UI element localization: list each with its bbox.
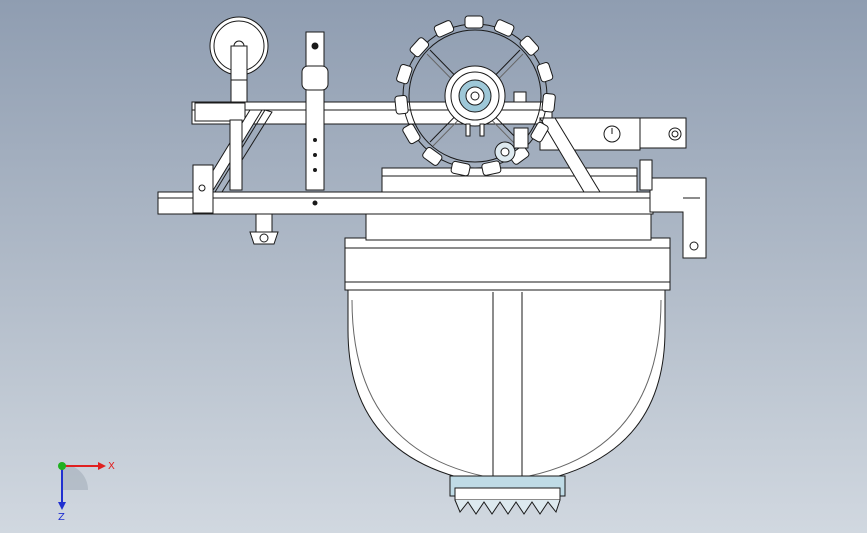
z-axis-label: Z <box>58 512 65 520</box>
bottom-outlet-gear[interactable] <box>449 475 566 515</box>
x-axis-arrow-icon <box>98 462 106 470</box>
hopper-bowl[interactable] <box>347 289 666 487</box>
clamp-fitting[interactable] <box>249 213 279 245</box>
z-axis-arrow-icon <box>58 502 66 510</box>
left-frame-post[interactable] <box>192 119 243 214</box>
upper-housing[interactable] <box>365 167 652 241</box>
orientation-triad: X Z <box>58 461 115 520</box>
pulley-wheel[interactable] <box>209 16 269 103</box>
y-axis-dot-icon <box>58 462 66 470</box>
right-bracket[interactable] <box>639 159 707 259</box>
triad-plane <box>62 464 88 490</box>
lower-frame-bar[interactable] <box>157 191 654 215</box>
x-axis-label: X <box>108 461 115 472</box>
paddle-wheel[interactable] <box>394 15 556 177</box>
hopper-band[interactable] <box>344 237 671 291</box>
adjustable-post[interactable] <box>301 31 329 191</box>
drive-gear[interactable] <box>494 127 529 163</box>
